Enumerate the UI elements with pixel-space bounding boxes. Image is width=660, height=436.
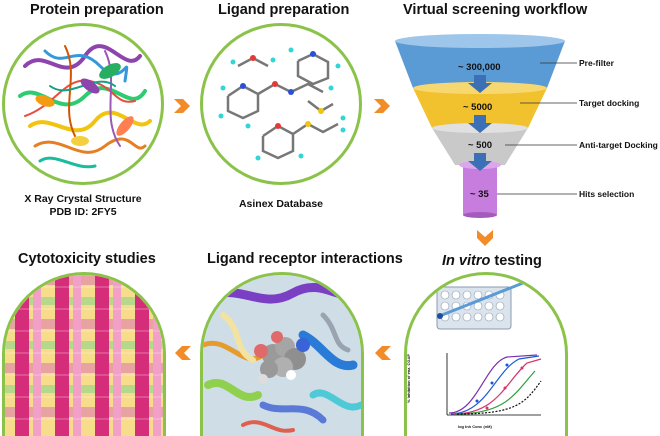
virtual-screening-title: Virtual screening workflow [403, 2, 588, 18]
ligand-structure-image [200, 23, 362, 185]
funnel-count-2: ~ 5000 [463, 102, 493, 113]
funnel-stage-hits [463, 165, 497, 215]
arrow-left-icon-1 [375, 346, 391, 360]
plot-xlabel: log Inh Conc (nM) [458, 424, 492, 429]
arrow-left-icon-2 [175, 346, 191, 360]
funnel-label-target-docking: Target docking [579, 98, 640, 108]
ligand-caption: Asinex Database [238, 198, 324, 210]
arrow-right-icon-1 [174, 99, 190, 113]
plot-ylabel: % Inhibition of enz. CGAP [406, 353, 412, 404]
funnel-count-4: ~ 35 [470, 189, 489, 200]
funnel-count-3: ~ 500 [468, 140, 493, 151]
funnel-label-hits: Hits selection [579, 189, 635, 199]
protein-caption: X Ray Crystal Structure PDB ID: 2FY5 [18, 193, 148, 219]
funnel-count-1: ~ 300,000 [458, 62, 501, 73]
cytotoxicity-title: Cytotoxicity studies [18, 251, 156, 267]
funnel-stage-anti-target [432, 128, 528, 165]
funnel-stage-prefilter [395, 41, 565, 88]
protein-preparation-title: Protein preparation [30, 2, 164, 18]
screening-funnel [395, 34, 577, 218]
ligand-receptor-title: Ligand receptor interactions [207, 251, 403, 267]
funnel-label-anti-target: Anti-target Docking [579, 140, 658, 150]
protein-caption-line2: PDB ID: 2FY5 [49, 206, 117, 218]
in-vitro-title: In vitro testing [442, 253, 542, 269]
in-vitro-rest: testing [490, 253, 542, 269]
in-vitro-italic: In vitro [442, 253, 491, 269]
ligand-receptor-image [200, 272, 364, 436]
cytotoxicity-plate-image [2, 272, 166, 436]
arrow-down-icon [477, 230, 493, 246]
funnel-stage-target-docking [413, 88, 547, 128]
protein-structure-image [2, 23, 164, 185]
ligand-preparation-title: Ligand preparation [218, 2, 350, 18]
arrow-right-icon-2 [374, 99, 390, 113]
funnel-label-prefilter: Pre-filter [579, 58, 614, 68]
in-vitro-plot-image [404, 272, 568, 436]
protein-caption-line1: X Ray Crystal Structure [24, 193, 142, 205]
